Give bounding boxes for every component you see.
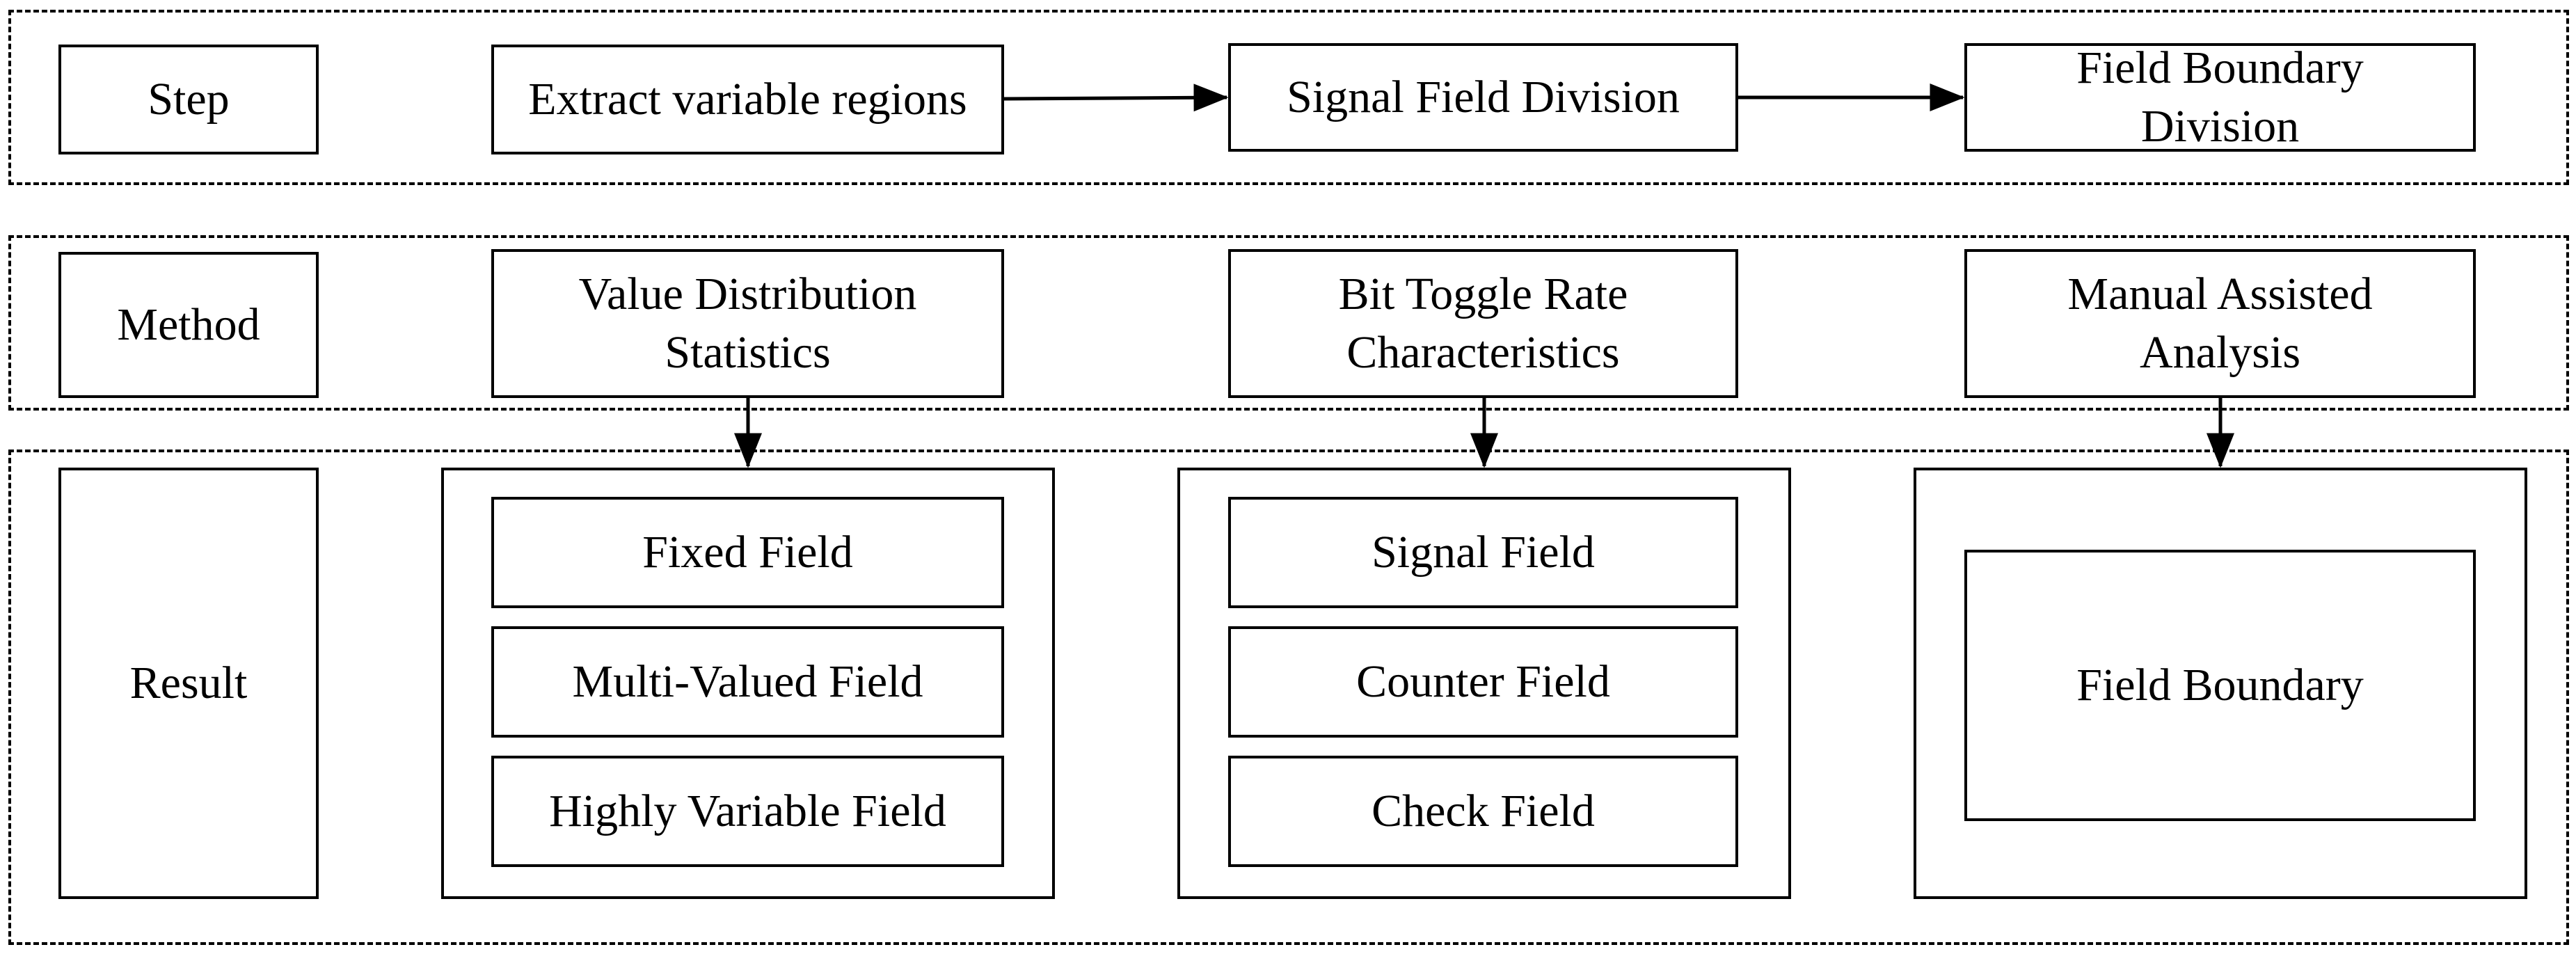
result-row-group (8, 450, 2569, 945)
step-field-boundary-division: Field Boundary Division (1964, 42, 2476, 152)
method-value-distribution-statistics: Value Distribution Statistics (491, 249, 1004, 398)
step-extract-variable-regions: Extract variable regions (491, 45, 1004, 154)
result-highly-variable-field: Highly Variable Field (491, 756, 1004, 867)
method-manual-assisted-analysis: Manual Assisted Analysis (1964, 249, 2476, 398)
result-counter-field: Counter Field (1228, 626, 1738, 738)
method-label: Method (58, 252, 319, 398)
step-label: Step (58, 45, 319, 154)
arrow-extract-to-signal (1003, 84, 1229, 112)
step-signal-field-division: Signal Field Division (1228, 43, 1738, 152)
result-field-boundary: Field Boundary (1964, 550, 2476, 821)
result-multi-valued-field: Multi-Valued Field (491, 626, 1004, 738)
method-bit-toggle-rate-characteristics: Bit Toggle Rate Characteristics (1228, 249, 1738, 398)
result-fixed-field: Fixed Field (491, 497, 1004, 608)
result-label: Result (58, 468, 319, 899)
result-signal-field: Signal Field (1228, 497, 1738, 608)
result-check-field: Check Field (1228, 756, 1738, 867)
method-row-group (8, 235, 2569, 411)
step-row-group (8, 10, 2569, 185)
